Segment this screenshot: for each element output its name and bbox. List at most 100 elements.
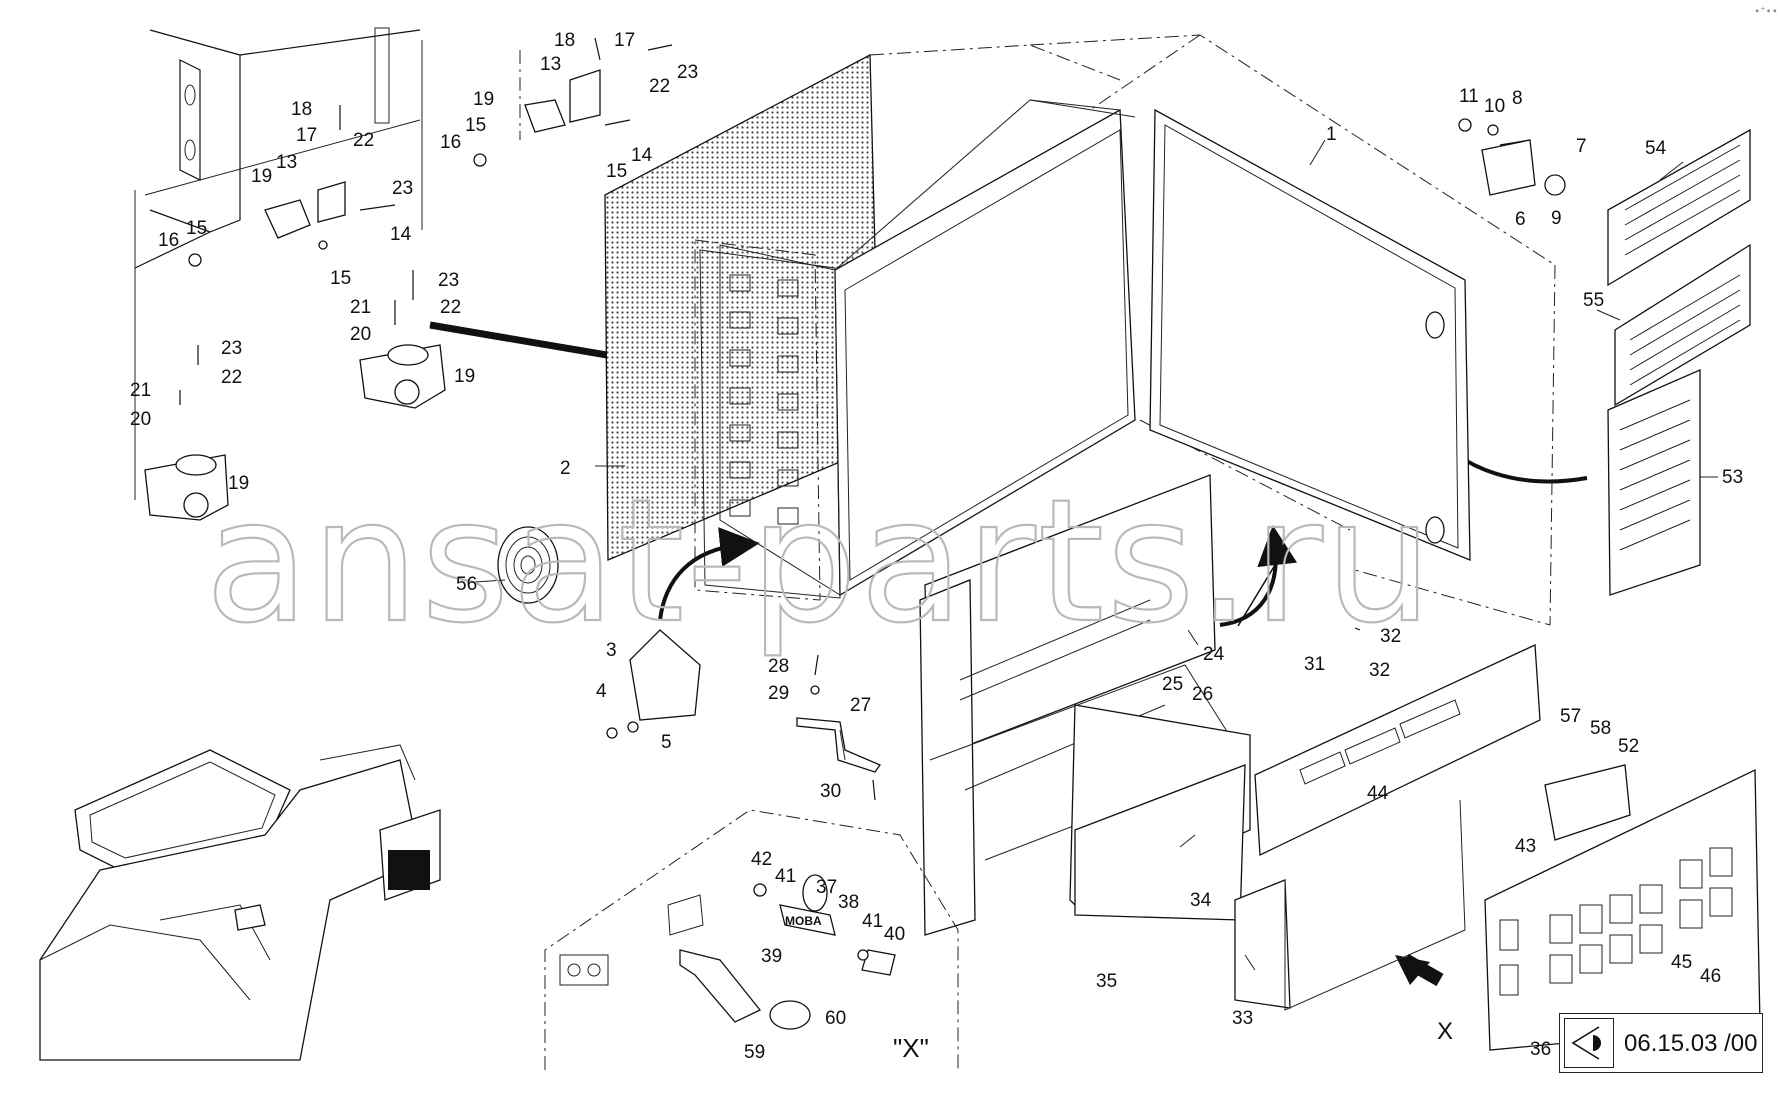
mounting-plate — [919, 474, 1246, 936]
callout-32b: 32 — [1369, 660, 1390, 681]
drawing-reference-box: 06.15.03 /00 — [1559, 1013, 1763, 1073]
callout-13a: 13 — [276, 152, 297, 173]
callout-19d: 19 — [228, 473, 249, 494]
mounting-bracket-assembly — [134, 27, 521, 500]
callout-40: 40 — [884, 924, 905, 945]
callout-30: 30 — [820, 781, 841, 802]
callout-60: 60 — [825, 1008, 846, 1029]
callout-42: 42 — [751, 849, 772, 870]
door-stop-assembly — [1458, 118, 1566, 196]
callout-19b: 19 — [473, 89, 494, 110]
drawing-reference-number: 06.15.03 /00 — [1624, 1030, 1758, 1057]
callout-31: 31 — [1304, 654, 1325, 675]
callout-24: 24 — [1203, 644, 1225, 665]
callout-56: 56 — [456, 574, 477, 595]
callout-14b: 14 — [631, 145, 653, 166]
detail-view-label: "X" — [893, 1033, 929, 1063]
callout-41a: 41 — [775, 866, 796, 887]
callout-18b: 18 — [554, 30, 575, 51]
callout-19c: 19 — [454, 366, 475, 387]
callout-5: 5 — [661, 732, 672, 753]
callout-20b: 20 — [130, 409, 151, 430]
callout-22b: 22 — [649, 76, 670, 97]
callout-57: 57 — [1560, 706, 1581, 727]
rubber-mounts — [144, 69, 601, 521]
callout-11: 11 — [1459, 86, 1479, 107]
callout-34: 34 — [1190, 890, 1212, 911]
callout-2: 2 — [560, 458, 571, 479]
callout-19a: 19 — [251, 166, 272, 187]
view-direction-letter: X — [1437, 1018, 1453, 1045]
callout-45: 45 — [1671, 952, 1692, 973]
detail-view-x — [544, 809, 959, 1070]
cover-plate — [1069, 704, 1251, 921]
callout-35: 35 — [1096, 971, 1117, 992]
view-direction-icon — [1564, 1018, 1614, 1068]
callout-18a: 18 — [291, 99, 312, 120]
callout-59: 59 — [744, 1042, 765, 1063]
callout-8: 8 — [1512, 88, 1523, 109]
callout-33: 33 — [1232, 1008, 1253, 1029]
callout-15a: 15 — [186, 218, 207, 239]
callout-21a: 21 — [350, 297, 371, 318]
callout-1: 1 — [1326, 124, 1337, 145]
callout-22d: 22 — [221, 367, 242, 388]
callout-58: 58 — [1590, 718, 1611, 739]
callout-38: 38 — [838, 892, 859, 913]
side-panel-cutouts — [699, 249, 841, 599]
callout-23c: 23 — [438, 270, 459, 291]
callout-37: 37 — [816, 877, 837, 898]
callout-28: 28 — [768, 656, 789, 677]
machine-overview — [39, 744, 441, 1061]
callout-52: 52 — [1618, 736, 1639, 757]
callout-21b: 21 — [130, 380, 151, 401]
callout-36: 36 — [1530, 1039, 1551, 1060]
callout-17a: 17 — [296, 125, 317, 146]
callout-17b: 17 — [614, 30, 635, 51]
callout-32a: 32 — [1380, 626, 1401, 647]
callout-23d: 23 — [221, 338, 242, 359]
control-cabinet — [694, 34, 1556, 626]
callout-16b: 16 — [440, 132, 461, 153]
callout-46: 46 — [1700, 966, 1721, 987]
callout-43: 43 — [1515, 836, 1536, 857]
callout-23a: 23 — [392, 178, 413, 199]
cable-coil — [497, 526, 559, 604]
callout-6: 6 — [1515, 209, 1526, 230]
callout-15d: 15 — [606, 161, 627, 182]
callout-15c: 15 — [465, 115, 486, 136]
callout-41b: 41 — [862, 911, 883, 932]
watermark: ansat-parts.ru — [205, 463, 1435, 661]
callout-44: 44 — [1367, 783, 1389, 804]
cabinet-door — [1149, 108, 1471, 561]
callout-54: 54 — [1645, 138, 1667, 159]
callout-23b: 23 — [677, 62, 698, 83]
callout-25: 25 — [1162, 674, 1183, 695]
callout-29: 29 — [768, 683, 789, 704]
connector-housing — [606, 629, 701, 739]
callout-53: 53 — [1722, 467, 1743, 488]
support-bracket — [796, 654, 881, 801]
callout-numbers: 1 2 3 4 5 6 7 8 9 10 11 13 13 14 14 15 1… — [130, 30, 1743, 1063]
callout-55: 55 — [1583, 290, 1604, 311]
callout-9: 9 — [1551, 208, 1562, 229]
callout-26: 26 — [1192, 684, 1213, 705]
callout-13b: 13 — [540, 54, 561, 75]
label-plates — [1607, 128, 1751, 596]
cable-tray — [1234, 644, 1541, 1011]
callout-22a: 22 — [353, 130, 374, 151]
callout-27: 27 — [850, 695, 871, 716]
callout-15b: 15 — [330, 268, 351, 289]
callout-20a: 20 — [350, 324, 371, 345]
leader-lines — [474, 139, 1718, 971]
moba-tag: MOBA — [785, 914, 822, 928]
corner-mark: ∙⁺∙∙ — [1754, 6, 1779, 17]
callout-10: 10 — [1484, 96, 1505, 117]
callout-39: 39 — [761, 946, 782, 967]
circuit-board — [1484, 764, 1761, 1051]
callout-4: 4 — [596, 681, 607, 702]
callout-22c: 22 — [440, 297, 461, 318]
callout-3: 3 — [606, 640, 617, 661]
callout-14a: 14 — [390, 224, 412, 245]
